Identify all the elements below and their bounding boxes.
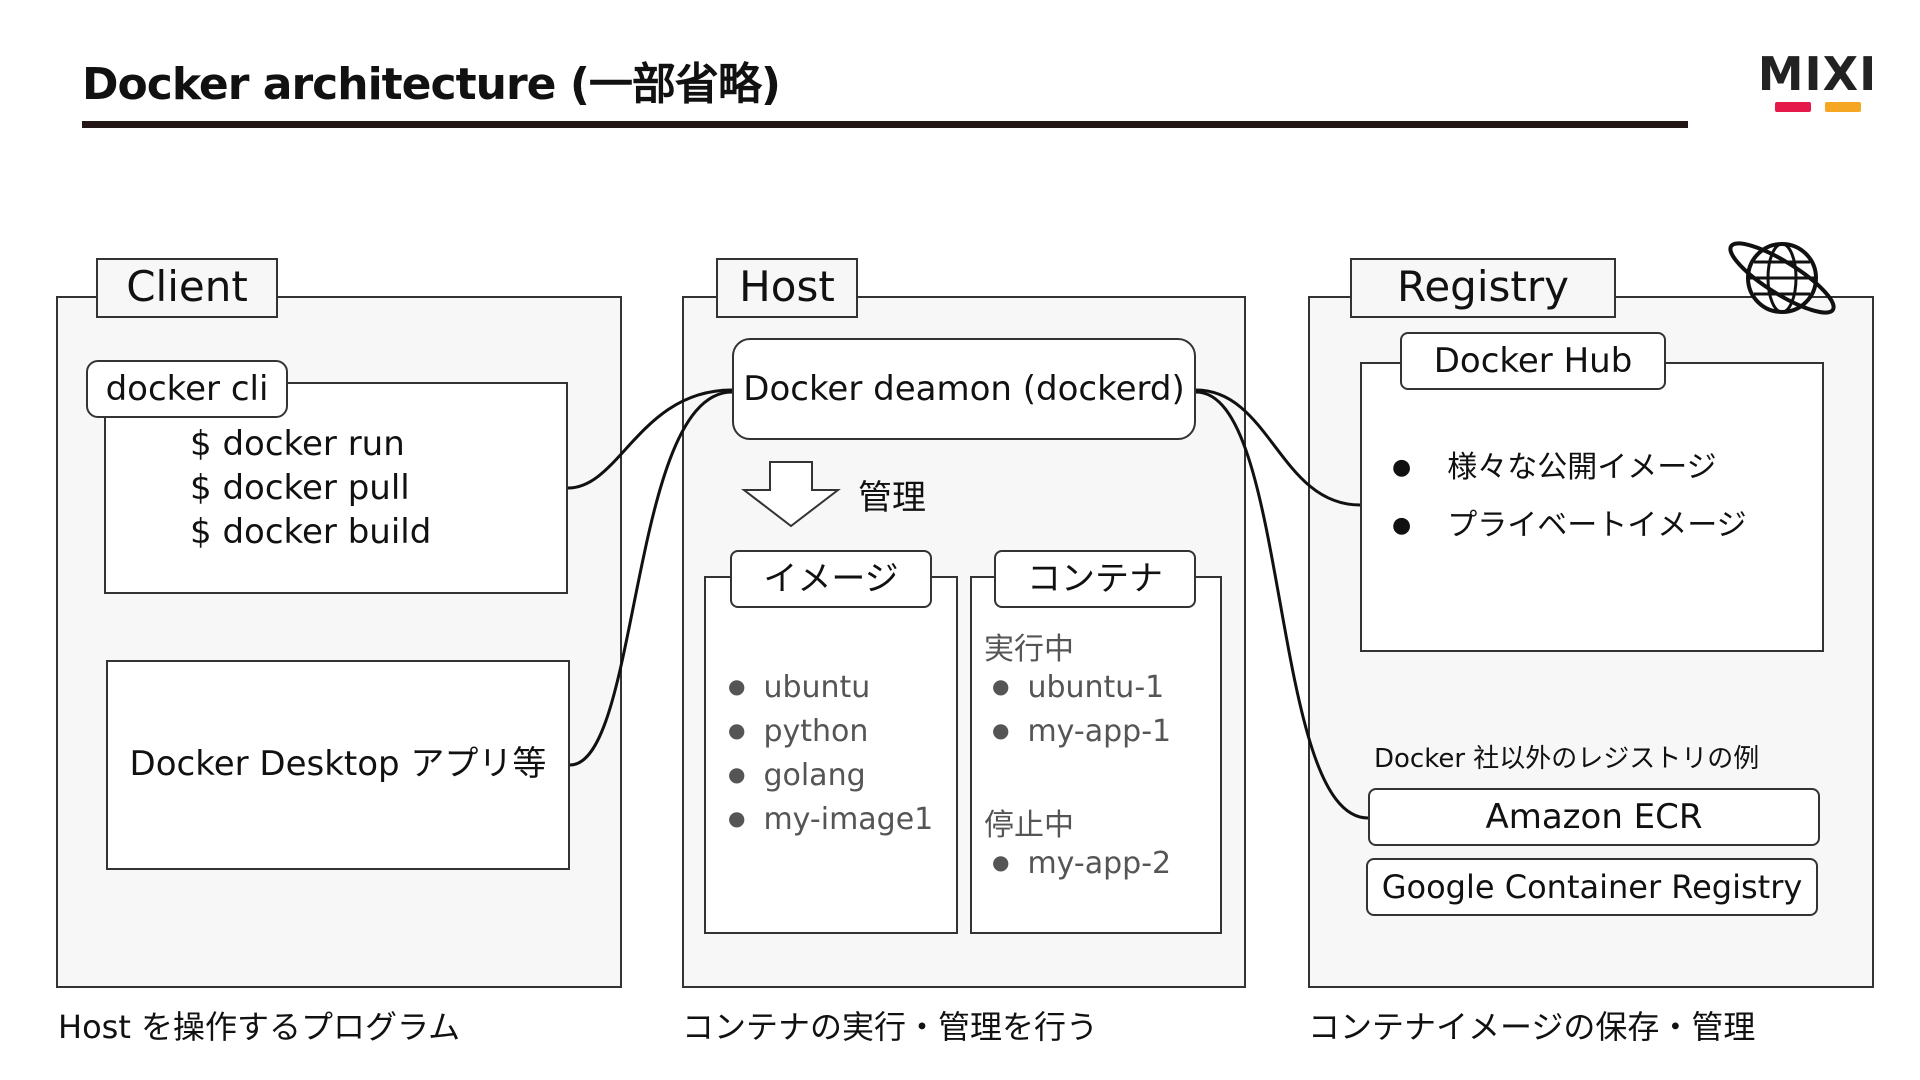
registry-caption: コンテナイメージの保存・管理 — [1308, 1008, 1756, 1046]
client-tab: Client — [96, 258, 278, 318]
host-tab: Host — [716, 258, 858, 318]
docker-hub-label: Docker Hub — [1400, 332, 1666, 390]
docker-desktop-label: Docker Desktop アプリ等 — [129, 744, 547, 784]
image-list-item: my-image1 — [728, 798, 933, 844]
title-underline — [82, 121, 1688, 128]
image-list-item: golang — [728, 754, 865, 800]
docker-desktop-box — [106, 660, 570, 870]
manage-label: 管理 — [858, 478, 926, 518]
logo-bar-red — [1775, 102, 1811, 112]
containers-tab: コンテナ — [994, 550, 1196, 608]
docker-cli-label: docker cli — [86, 360, 288, 418]
images-tab: イメージ — [730, 550, 932, 608]
running-label: 実行中 — [984, 632, 1074, 667]
logo-text: MIXI — [1757, 47, 1878, 101]
logo-bar-orange — [1825, 102, 1861, 112]
container-list-item: my-app-2 — [992, 842, 1171, 888]
hub-list-item: 様々な公開イメージ — [1392, 446, 1716, 493]
mixi-logo: MIXI — [1755, 50, 1880, 120]
image-list-item: python — [728, 710, 868, 756]
client-caption: Host を操作するプログラム — [58, 1008, 461, 1046]
container-list-item: ubuntu-1 — [992, 666, 1164, 712]
docker-daemon-box: Docker deamon (dockerd) — [732, 338, 1196, 440]
hub-list-item: プライベートイメージ — [1392, 504, 1746, 551]
stopped-label: 停止中 — [984, 808, 1074, 843]
container-list-item: my-app-1 — [992, 710, 1171, 756]
other-registries-label: Docker 社以外のレジストリの例 — [1374, 744, 1760, 774]
host-caption: コンテナの実行・管理を行う — [682, 1008, 1099, 1046]
cli-command: $ docker run — [190, 424, 405, 464]
cli-command: $ docker build — [190, 512, 432, 552]
registry-amazon-ecr: Amazon ECR — [1368, 788, 1820, 846]
image-list-item: ubuntu — [728, 666, 870, 712]
registry-tab: Registry — [1350, 258, 1616, 318]
cli-command: $ docker pull — [190, 468, 410, 508]
registry-google-container: Google Container Registry — [1366, 858, 1818, 916]
page-title: Docker architecture (一部省略) — [82, 59, 781, 110]
